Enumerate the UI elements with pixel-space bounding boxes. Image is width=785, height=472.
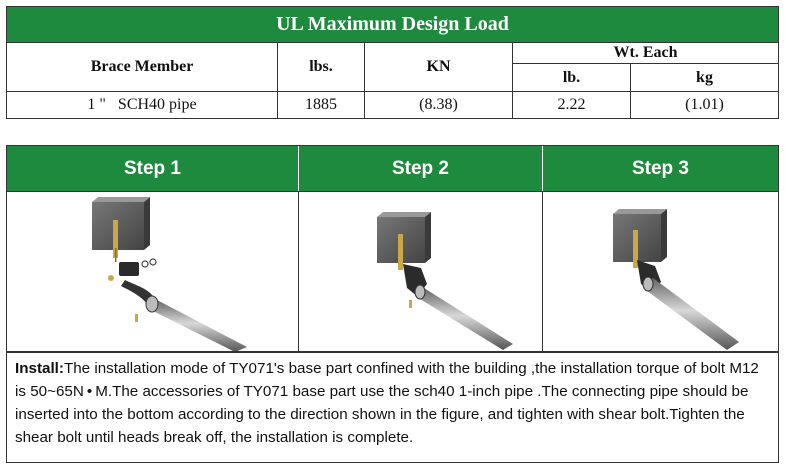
header-lbs: lbs. xyxy=(278,42,365,92)
row-kn: (8.38) xyxy=(365,92,513,118)
header-wt-kg: kg xyxy=(631,64,778,92)
header-brace-member: Brace Member xyxy=(7,42,278,92)
row-lbs: 1885 xyxy=(278,92,365,118)
design-load-table: UL Maximum Design Load Brace Member lbs.… xyxy=(6,6,779,119)
install-label: Install: xyxy=(15,360,64,377)
table-grid: Brace Member lbs. KN Wt. Each lb. kg 1 "… xyxy=(7,42,778,118)
header-wt-each: Wt. Each xyxy=(513,42,778,64)
header-wt-lb: lb. xyxy=(513,64,631,92)
row-lb: 2.22 xyxy=(513,92,631,118)
step-3-illustration xyxy=(543,191,778,351)
header-kn: KN xyxy=(365,42,513,92)
step-1-header: Step 1 xyxy=(7,146,299,191)
row-member: 1 " SCH40 pipe xyxy=(7,92,278,118)
step-3-header: Step 3 xyxy=(543,146,778,191)
row-kg: (1.01) xyxy=(685,96,724,113)
installation-steps-table: Step 1 Step 2 Step 3 xyxy=(6,145,779,463)
install-instructions: Install:The installation mode of TY071's… xyxy=(7,351,778,463)
step-1-illustration xyxy=(7,191,299,352)
install-text: The installation mode of TY071's base pa… xyxy=(15,360,759,446)
step-2-illustration xyxy=(299,191,543,351)
table-title: UL Maximum Design Load xyxy=(7,7,778,43)
step-2-header: Step 2 xyxy=(299,146,543,191)
